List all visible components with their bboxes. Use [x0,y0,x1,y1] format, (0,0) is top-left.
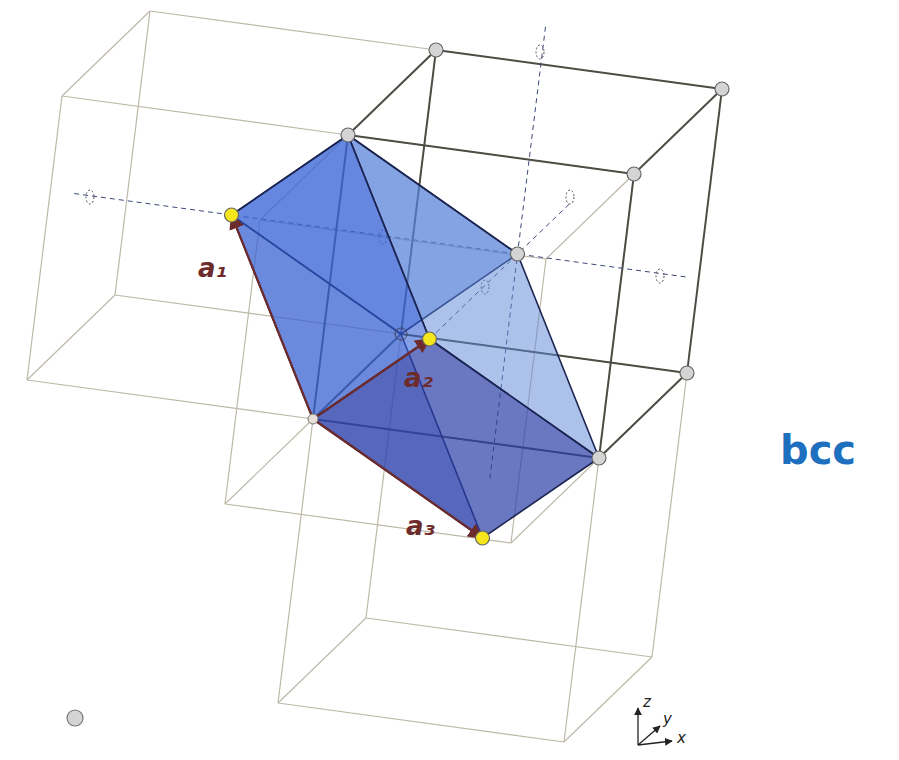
cube-edge [436,50,722,89]
cube-edge [599,174,634,458]
thin-cube [225,135,634,543]
cube-edge [225,419,313,504]
hidden-atom [395,328,407,340]
cube-edge [599,174,634,458]
atom [511,247,525,261]
atom-key [67,710,83,726]
cube-edge [348,50,436,135]
cube-edge [62,11,150,96]
atom [341,128,355,142]
primitive-vectors [232,215,483,538]
atom [429,43,443,57]
axis-indicator [638,708,672,745]
lattice-point [476,531,490,545]
atom [627,167,641,181]
cube-edge [599,373,687,458]
lattice-name: bcc [780,428,856,472]
cube-edge [564,657,652,742]
atom [680,366,694,380]
cube-edge [150,11,436,50]
cube-edge [115,11,150,295]
lattice-point [423,332,437,346]
axis-arrow [637,708,638,745]
origin-atom [308,414,318,424]
vector-arrow [232,215,314,419]
cell-face [313,339,599,538]
twofold-symbol [536,45,544,59]
vector-arrow [313,419,483,538]
cube-edge [278,703,564,742]
vector-label: a₁ [198,254,227,283]
cube-edge [652,373,687,657]
cube-edge [634,89,722,174]
atom [592,451,606,465]
cube-edge [278,618,366,703]
cube-edge [278,419,313,703]
cube-edge [546,174,634,259]
cube-edge [62,96,348,135]
atom [715,82,729,96]
cube-edge [27,380,313,419]
primitive-cell [232,135,600,538]
atoms [67,43,729,726]
cube-edge [27,295,115,380]
axis-label: z [643,694,651,711]
thin-cube [27,11,436,419]
twofold-symbol [656,269,664,283]
cube-edge [687,89,722,373]
cube-edge [564,458,599,742]
cube-edge [366,618,652,657]
vector-label: a₂ [404,364,433,393]
axis-arrow [638,741,672,745]
lattice-point [225,208,239,222]
vector-label: a₃ [406,512,435,541]
twofold-symbol [86,190,94,204]
cube-edge [27,96,62,380]
cube-edge [599,373,687,458]
twofold-symbol [566,190,574,204]
axis-label: y [663,711,672,728]
cube-edge [348,50,436,135]
axis-label: x [677,730,686,747]
